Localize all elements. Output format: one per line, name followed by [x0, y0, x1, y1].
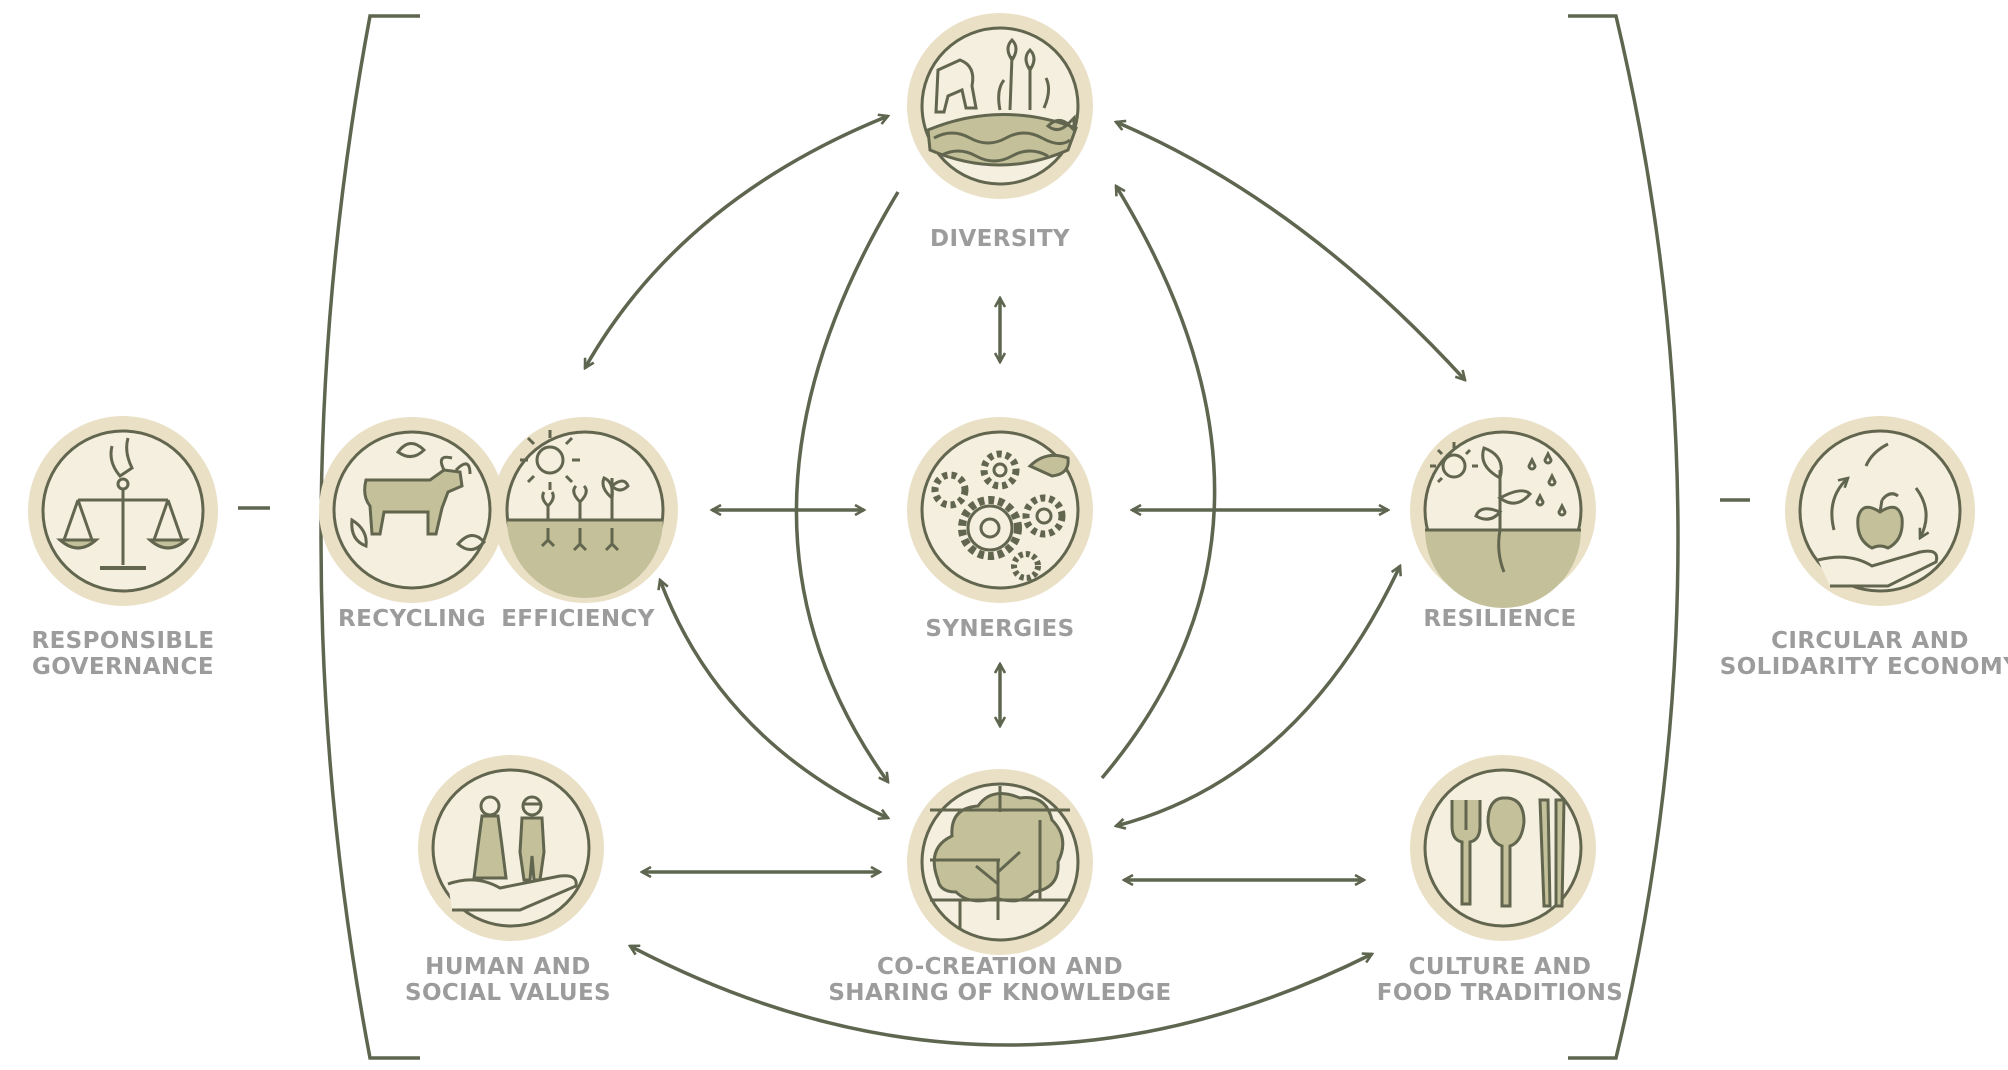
- gears-icon: [931, 450, 1070, 581]
- cow-leaves-icon: [350, 442, 486, 551]
- people-hand-icon: [447, 795, 578, 912]
- label-circular-economy-line2: SOLIDARITY ECONOMY: [1719, 654, 2008, 680]
- label-responsible-governance: RESPONSIBLE GOVERNANCE: [31, 628, 214, 680]
- label-culture-food: CULTURE AND FOOD TRADITIONS: [1377, 954, 1623, 1006]
- sun-sprouts-icon: [507, 430, 663, 552]
- label-synergies-line1: SYNERGIES: [925, 616, 1075, 642]
- label-recycling-line1: RECYCLING: [338, 606, 486, 632]
- arrow-diversity-resilience: [1116, 122, 1465, 380]
- culture-food-node: [1410, 755, 1596, 941]
- label-responsible-governance-line1: RESPONSIBLE: [31, 628, 215, 654]
- label-synergies: SYNERGIES: [925, 616, 1074, 642]
- scales-icon: [56, 437, 190, 570]
- label-resilience-line1: RESILIENCE: [1423, 606, 1577, 632]
- arrow-cocreation-to-diversity: [1100, 186, 1217, 780]
- label-culture-food-line2: FOOD TRADITIONS: [1376, 980, 1624, 1006]
- circular-economy-node: [1785, 416, 1975, 606]
- human-social-values-node: [418, 755, 604, 941]
- arrow-diversity-to-cocreation: [794, 191, 900, 782]
- left-bracket: [238, 14, 420, 1060]
- label-human-social-values-line2: SOCIAL VALUES: [404, 980, 612, 1006]
- right-bracket: [1568, 14, 1750, 1060]
- label-responsible-governance-line2: GOVERNANCE: [32, 654, 214, 680]
- label-co-creation-line2: SHARING OF KNOWLEDGE: [828, 980, 1172, 1006]
- label-efficiency: EFFICIENCY: [501, 606, 655, 632]
- connections: [583, 116, 1465, 1047]
- label-circular-economy-line1: CIRCULAR AND: [1771, 628, 1969, 654]
- plant-sun-rain-icon: [1425, 442, 1581, 573]
- label-resilience: RESILIENCE: [1423, 606, 1576, 632]
- label-efficiency-line1: EFFICIENCY: [501, 606, 655, 632]
- apple-cycle-icon: [1817, 442, 1939, 588]
- label-diversity: DIVERSITY: [930, 226, 1070, 252]
- co-creation-node: [907, 769, 1093, 955]
- recycling-node: [319, 417, 505, 603]
- label-human-social-values: HUMAN AND SOCIAL VALUES: [405, 954, 611, 1006]
- label-recycling: RECYCLING: [338, 606, 486, 632]
- diversity-node: [907, 13, 1093, 199]
- arrow-human-culture: [630, 946, 1372, 1047]
- tree-puzzle-icon: [930, 786, 1070, 930]
- label-co-creation: CO-CREATION AND SHARING OF KNOWLEDGE: [828, 954, 1171, 1006]
- label-culture-food-line1: CULTURE AND: [1408, 954, 1592, 980]
- label-circular-economy: CIRCULAR AND SOLIDARITY ECONOMY: [1720, 628, 2008, 680]
- responsible-governance-node: [28, 416, 218, 606]
- efficiency-node: [492, 417, 678, 603]
- arrow-diversity-recycling: [583, 116, 888, 368]
- label-diversity-line1: DIVERSITY: [930, 226, 1070, 252]
- label-co-creation-line1: CO-CREATION AND: [877, 954, 1123, 980]
- label-human-social-values-line1: HUMAN AND: [425, 954, 591, 980]
- arrow-resilience-cocreation: [1116, 566, 1400, 826]
- animal-plants-water-icon: [926, 37, 1078, 167]
- synergies-node: [907, 417, 1093, 603]
- cutlery-icon: [1450, 796, 1566, 908]
- resilience-node: [1410, 417, 1596, 608]
- arrow-efficiency-cocreation: [660, 580, 888, 818]
